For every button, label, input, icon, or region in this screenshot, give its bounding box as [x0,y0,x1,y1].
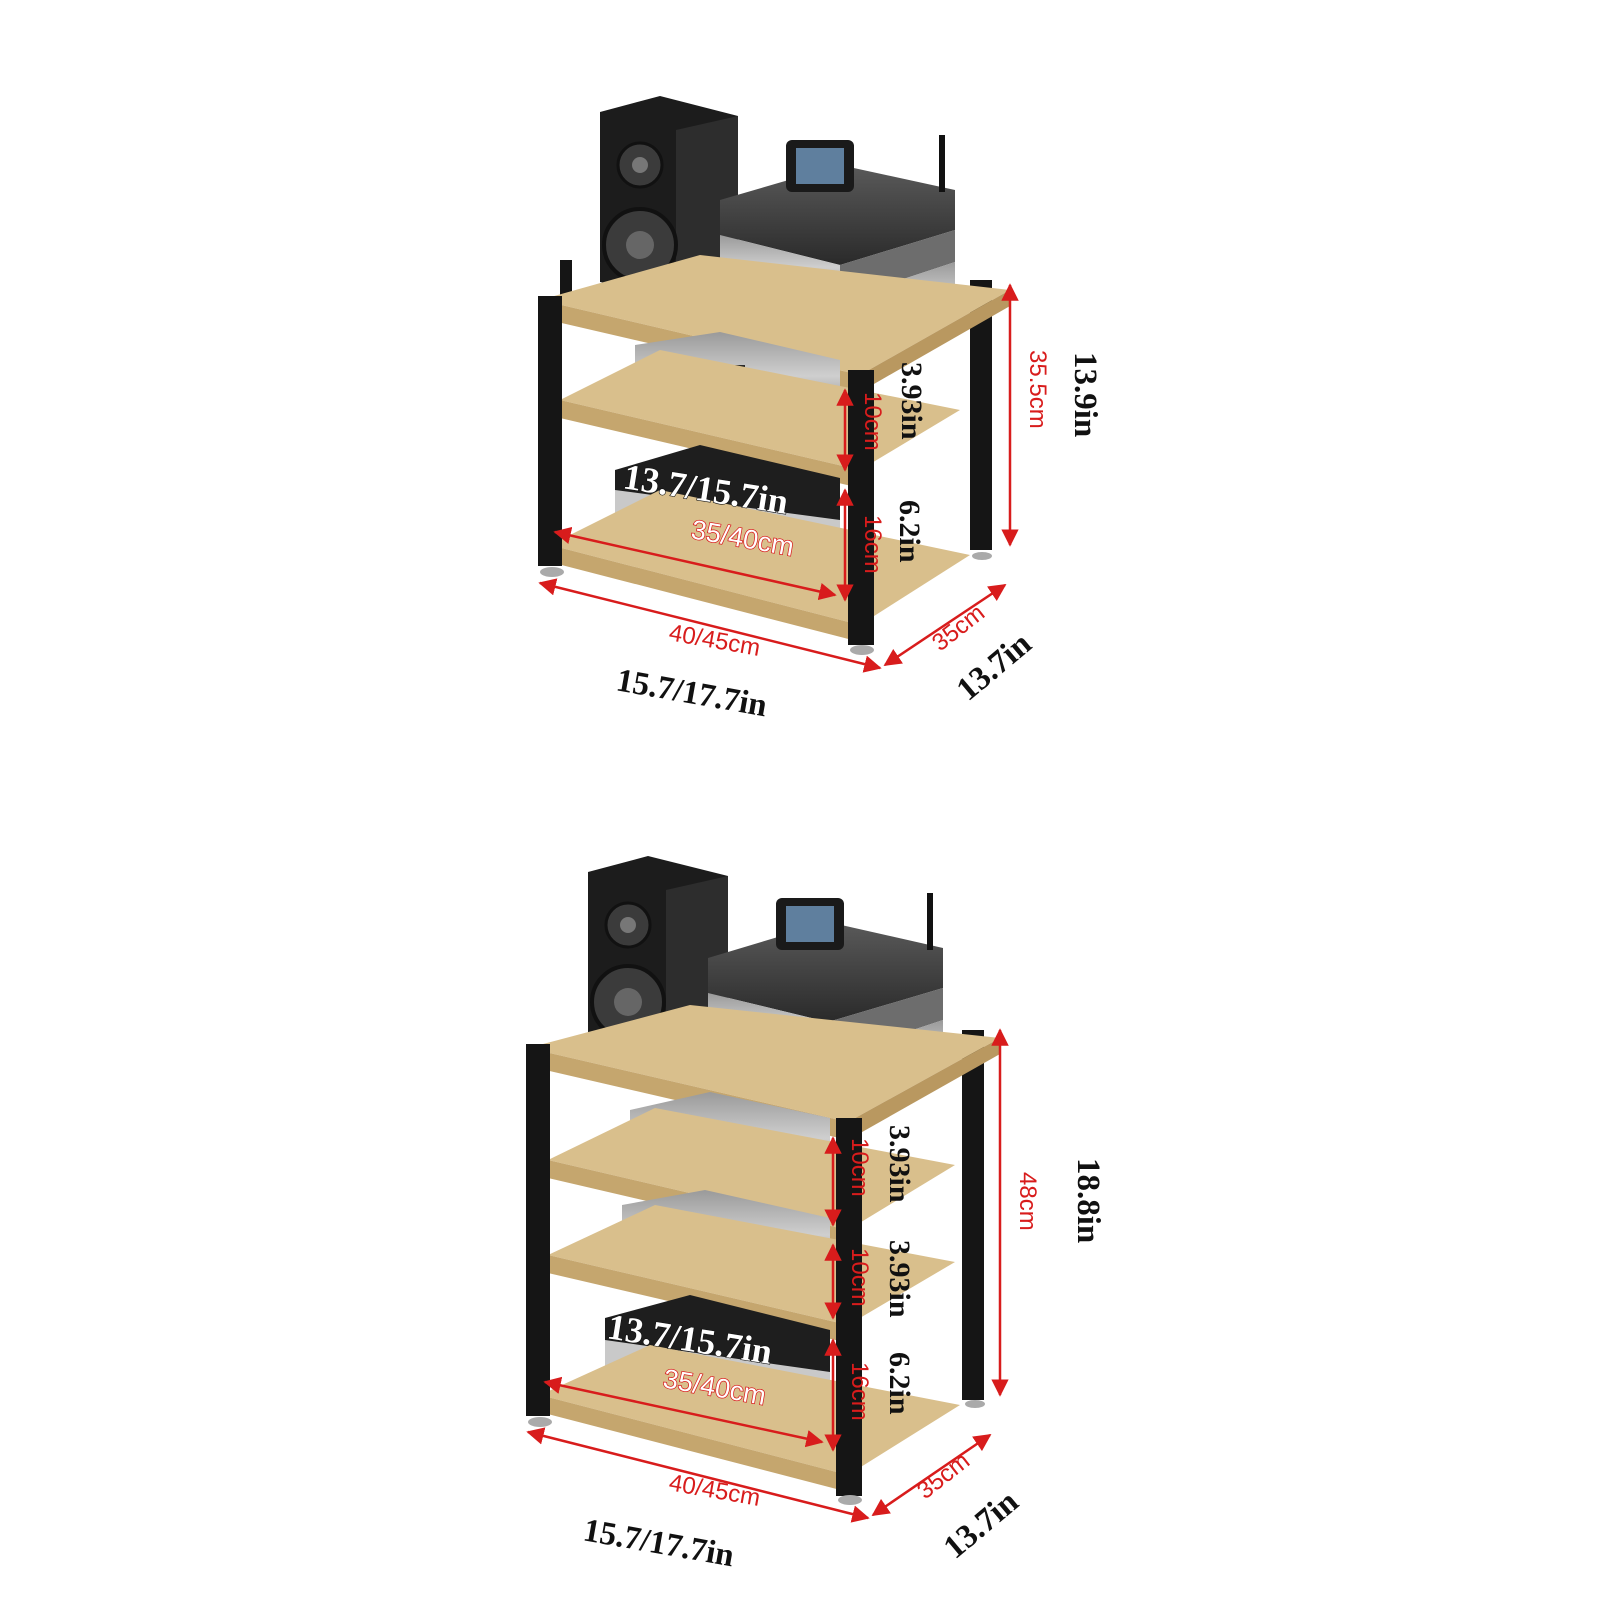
width-arrow [526,1427,870,1523]
shelf-top [540,255,1010,375]
rack-3-tier [538,96,1010,655]
foot [540,567,564,577]
gap-bottom-cm-label: 16cm [846,1362,873,1421]
shelf-top [528,1005,1000,1122]
depth-arrow [871,1433,992,1517]
width-arrow [538,578,882,673]
height-cm-label: 35.5cm [1024,350,1051,429]
gap-bottom-in-label: 6.2in [893,500,926,563]
leg-front-left [526,1044,550,1416]
gap-2-in-label: 3.93in [883,1240,916,1318]
depth-in-label: 13.7in [937,1484,1025,1566]
foot [965,1400,985,1408]
gap-1-in-label: 3.93in [883,1125,916,1203]
depth-arrow [883,583,1007,667]
height-cm-label: 48cm [1014,1172,1041,1231]
foot [972,552,992,560]
gap-bottom-cm-label: 16cm [859,515,886,574]
width-in-label: 15.7/17.7in [581,1512,737,1574]
height-in-label: 18.8in [1070,1158,1106,1243]
leg-back-right [962,1030,984,1400]
depth-cm-label: 35cm [912,1447,975,1504]
gap-2-cm-label: 10cm [846,1248,873,1307]
depth-cm-label: 35cm [927,599,990,656]
gap-top-in-label: 3.93in [895,362,928,440]
gap-bottom-in-label: 6.2in [883,1352,916,1415]
gap-top-cm-label: 10cm [859,392,886,451]
width-cm-label: 40/45cm [667,1469,762,1512]
leg-back-left [560,260,572,300]
foot [838,1495,862,1505]
foot [850,645,874,655]
leg-front-left [538,296,562,566]
foot [528,1417,552,1427]
gap-1-cm-label: 10cm [846,1138,873,1197]
leg-back-right [970,280,992,550]
width-in-label: 15.7/17.7in [614,662,770,724]
height-in-label: 13.9in [1067,352,1103,437]
